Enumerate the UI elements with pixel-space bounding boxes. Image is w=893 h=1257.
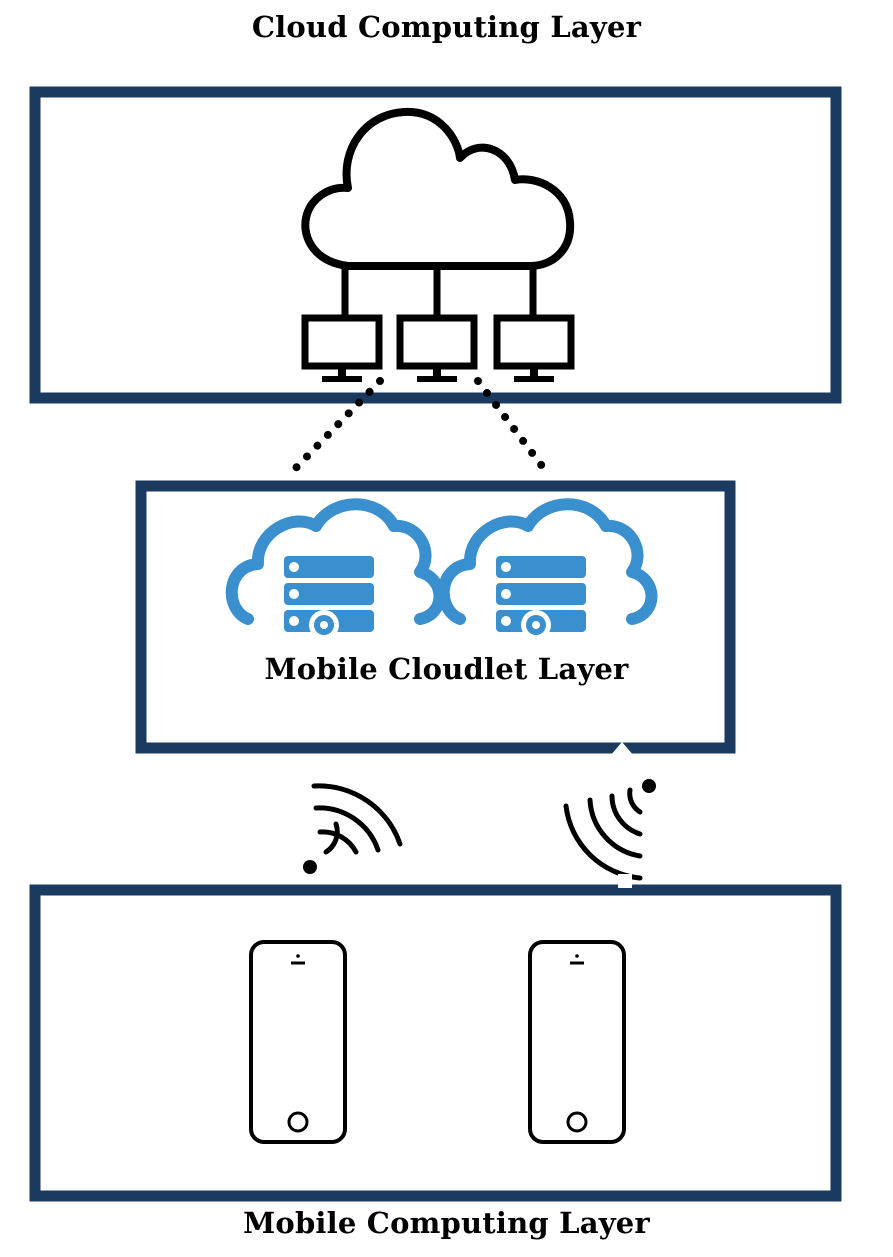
frame-notch (610, 742, 634, 756)
cloudlet-layer-frame (135, 480, 736, 754)
cloud-layer-label: Cloud Computing Layer (251, 10, 642, 44)
smartphone-icon (528, 940, 626, 1144)
cloud-server-icon (444, 504, 652, 640)
cloudlet-layer-label: Mobile Cloudlet Layer (264, 652, 629, 686)
mobile-layer-frame (29, 884, 842, 1202)
mobile-layer-label: Mobile Computing Layer (243, 1206, 650, 1240)
cloud-to-cloudlet-links (286, 377, 552, 478)
cloud-network-icon (301, 107, 571, 382)
cloud-layer-frame (29, 86, 842, 404)
wifi-signal-icon (563, 779, 656, 881)
wifi-signal-icon (303, 783, 403, 874)
frame-gap (618, 874, 632, 888)
smartphone-icon (249, 940, 347, 1144)
cloud-server-icon (232, 504, 440, 640)
